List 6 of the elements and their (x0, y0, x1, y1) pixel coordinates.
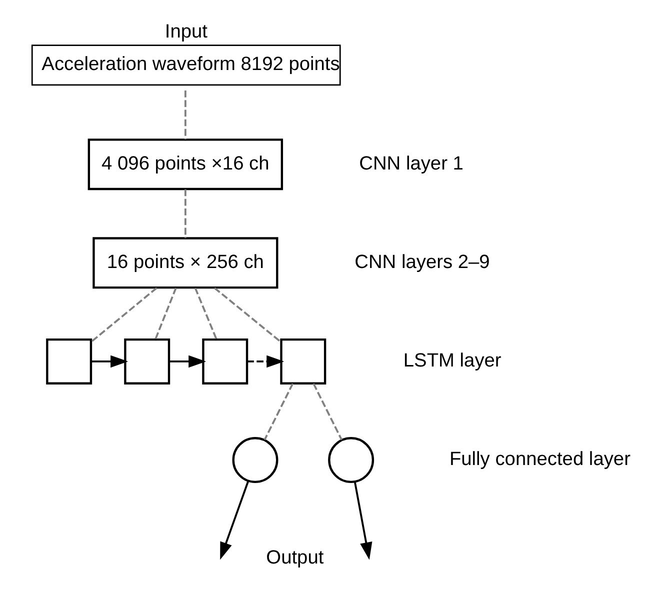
label: LSTM layer (403, 350, 502, 372)
label: Output (266, 548, 324, 569)
label: CNN layer 1 (359, 153, 464, 174)
node-label: Input (164, 21, 208, 42)
label: CNN layers 2–9 (354, 252, 490, 273)
label: Fully connected layer (449, 449, 630, 470)
